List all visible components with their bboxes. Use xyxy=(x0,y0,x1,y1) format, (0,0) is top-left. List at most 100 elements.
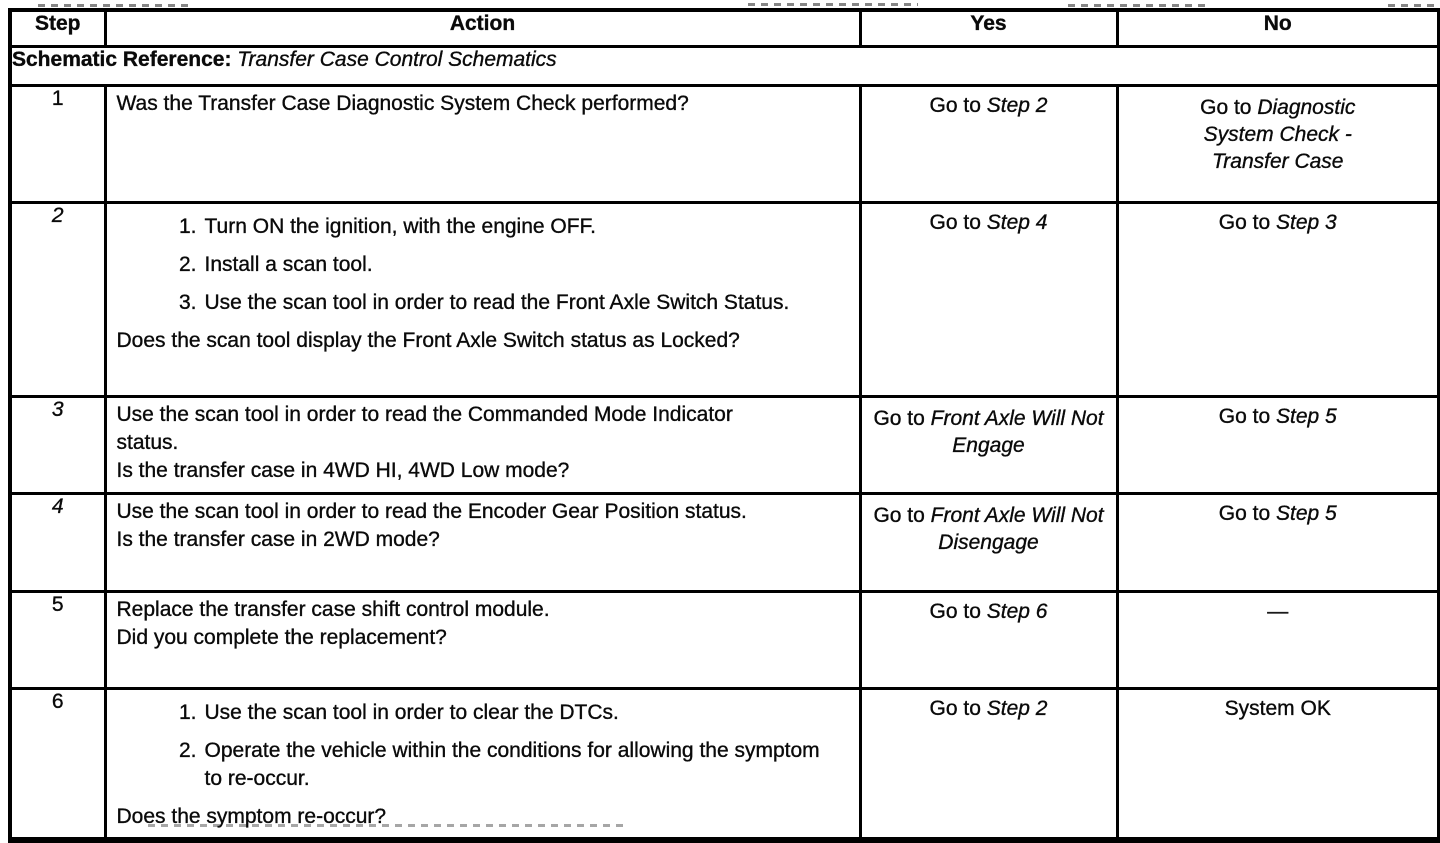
list-text: Use the scan tool in order to clear the … xyxy=(204,701,619,724)
goto-text: Go to Diagnostic System Check - Transfer… xyxy=(1180,94,1375,175)
goto-target: Step 5 xyxy=(1275,405,1337,428)
action-question: Does the scan tool display the Front Axl… xyxy=(116,329,740,352)
goto-target: Step 2 xyxy=(986,94,1048,117)
action-list-item: 2.Install a scan tool. xyxy=(117,251,849,279)
yes-content: Go to Step 2 xyxy=(863,691,1114,729)
column-header-yes: Yes xyxy=(858,8,1119,48)
goto-prefix: — xyxy=(1267,600,1289,623)
goto-prefix: Go to xyxy=(873,504,931,527)
goto-text: Go to Step 4 xyxy=(929,209,1048,236)
goto-prefix: Go to xyxy=(1200,96,1258,119)
goto-text: Go to Step 6 xyxy=(929,598,1047,625)
no-content: Go to Step 3 xyxy=(1120,206,1436,244)
action-list-item: 1. Use the scan tool in order to clear th… xyxy=(117,699,849,727)
schematic-reference-cell: Schematic Reference: Transfer Case Contr… xyxy=(8,45,1440,87)
yes-content: Go to Step 2 xyxy=(863,89,1114,127)
diagnostic-table-page: Step Action Yes No Schematic Reference: … xyxy=(8,3,1440,843)
column-header-step: Step xyxy=(8,8,107,48)
yes-cell: Go to Front Axle Will Not Engage xyxy=(858,395,1119,495)
action-question: Does the symptom re-occur? xyxy=(116,805,387,828)
action-content: Was the Transfer Case Diagnostic System … xyxy=(108,89,857,125)
goto-prefix: Go to xyxy=(929,94,987,117)
yes-cell: Go to Front Axle Will Not Disengage xyxy=(858,492,1119,593)
goto-target: Step 4 xyxy=(986,211,1048,234)
action-list: 1. Use the scan tool in order to clear th… xyxy=(117,695,849,803)
steps-body: 1 Was the Transfer Case Diagnostic System… xyxy=(8,84,1440,842)
goto-prefix: Go to xyxy=(873,407,931,430)
no-cell: Go to Diagnostic System Check - Transfer… xyxy=(1115,84,1440,204)
list-text: Use the scan tool in order to read the F… xyxy=(204,291,790,314)
goto-target: Step 2 xyxy=(986,697,1048,720)
goto-text: Go to Step 2 xyxy=(929,695,1048,722)
step-cell: 4 xyxy=(8,492,107,593)
step-cell: 1 xyxy=(8,84,107,204)
step-cell: 2 xyxy=(8,201,107,398)
scan-artifact xyxy=(148,824,628,827)
goto-text: Go to Front Axle Will Not Disengage xyxy=(870,502,1108,556)
goto-target: Front Axle Will Not Disengage xyxy=(930,504,1104,554)
no-content: Go to Step 5 xyxy=(1120,400,1436,438)
goto-prefix: Go to xyxy=(1218,405,1276,428)
yes-content: Go to Step 6 xyxy=(863,595,1114,633)
goto-prefix: Go to xyxy=(929,697,987,720)
action-list-item: 3. Use the scan tool in order to read the… xyxy=(117,289,849,317)
action-cell: 1. Turn ON the ignition, with the engine … xyxy=(103,201,862,398)
action-content: 1. Turn ON the ignition, with the engine … xyxy=(108,206,857,362)
action-list: 1. Turn ON the ignition, with the engine … xyxy=(117,209,849,327)
schematic-reference-value: Transfer Case Control Schematics xyxy=(237,48,557,72)
goto-target: Diagnostic System Check - Transfer Case xyxy=(1203,96,1356,173)
list-text: Operate the vehicle within the condition… xyxy=(204,739,820,790)
action-list-item: 1. Turn ON the ignition, with the engine … xyxy=(117,213,849,241)
action-intro: Use the scan tool in order to read the C… xyxy=(116,403,733,454)
diagnostic-table: Step Action Yes No Schematic Reference: … xyxy=(8,8,1440,843)
goto-prefix: Go to xyxy=(1218,211,1276,234)
action-question: Did you complete the replacement? xyxy=(116,626,447,649)
list-text: Turn ON the ignition, with the engine OF… xyxy=(204,215,596,238)
goto-text: Go to Step 2 xyxy=(929,92,1048,119)
goto-text: Go to Front Axle Will Not Engage xyxy=(870,405,1108,459)
goto-text: Go to Step 3 xyxy=(1219,209,1337,236)
list-number: 3. xyxy=(178,291,197,314)
list-number: 1. xyxy=(178,701,197,724)
action-cell: 1. Use the scan tool in order to clear th… xyxy=(103,687,862,842)
action-intro: Use the scan tool in order to read the E… xyxy=(116,500,747,523)
header-row: Step Action Yes No xyxy=(8,8,1440,48)
list-number: 1. xyxy=(178,215,197,238)
goto-text: System OK xyxy=(1224,695,1331,722)
no-cell: Go to Step 5 xyxy=(1115,492,1440,593)
action-cell: Use the scan tool in order to read the C… xyxy=(103,395,862,495)
no-cell: Go to Step 3 xyxy=(1115,201,1440,398)
scan-artifact xyxy=(1388,4,1440,7)
yes-cell: Go to Step 2 xyxy=(858,687,1119,842)
goto-text: Go to Step 5 xyxy=(1219,403,1337,430)
goto-prefix: Go to xyxy=(1218,502,1276,525)
goto-target: Front Axle Will Not Engage xyxy=(930,407,1104,457)
yes-cell: Go to Step 2 xyxy=(858,84,1119,204)
goto-text: — xyxy=(1267,598,1288,625)
action-intro: Was the Transfer Case Diagnostic System … xyxy=(116,92,689,115)
no-content: System OK xyxy=(1120,691,1436,729)
scan-artifact xyxy=(748,3,918,6)
table-row: 2 1. Turn ON the ignition, with the engine… xyxy=(8,201,1440,398)
action-content: Replace the transfer case shift control … xyxy=(108,595,857,659)
goto-prefix: Go to xyxy=(929,211,987,234)
action-cell: Use the scan tool in order to read the E… xyxy=(103,492,862,593)
table-row: 4 Use the scan tool in order to read the … xyxy=(8,492,1440,593)
list-number: 2. xyxy=(178,739,197,762)
column-header-action: Action xyxy=(103,8,862,48)
action-content: 1. Use the scan tool in order to clear th… xyxy=(108,691,857,837)
table-row: 1 Was the Transfer Case Diagnostic System… xyxy=(8,84,1440,204)
yes-cell: Go to Step 4 xyxy=(858,201,1119,398)
list-number: 2. xyxy=(178,253,197,276)
goto-target: Step 3 xyxy=(1275,211,1337,234)
action-intro: Replace the transfer case shift control … xyxy=(116,598,550,621)
no-content: Go to Diagnostic System Check - Transfer… xyxy=(1120,89,1436,183)
schematic-reference-label: Schematic Reference: xyxy=(12,48,232,72)
yes-cell: Go to Step 6 xyxy=(858,590,1119,690)
goto-text: Go to Step 5 xyxy=(1219,500,1337,527)
action-cell: Replace the transfer case shift control … xyxy=(103,590,862,690)
no-cell: Go to Step 5 xyxy=(1115,395,1440,495)
goto-target: Step 5 xyxy=(1275,502,1337,525)
